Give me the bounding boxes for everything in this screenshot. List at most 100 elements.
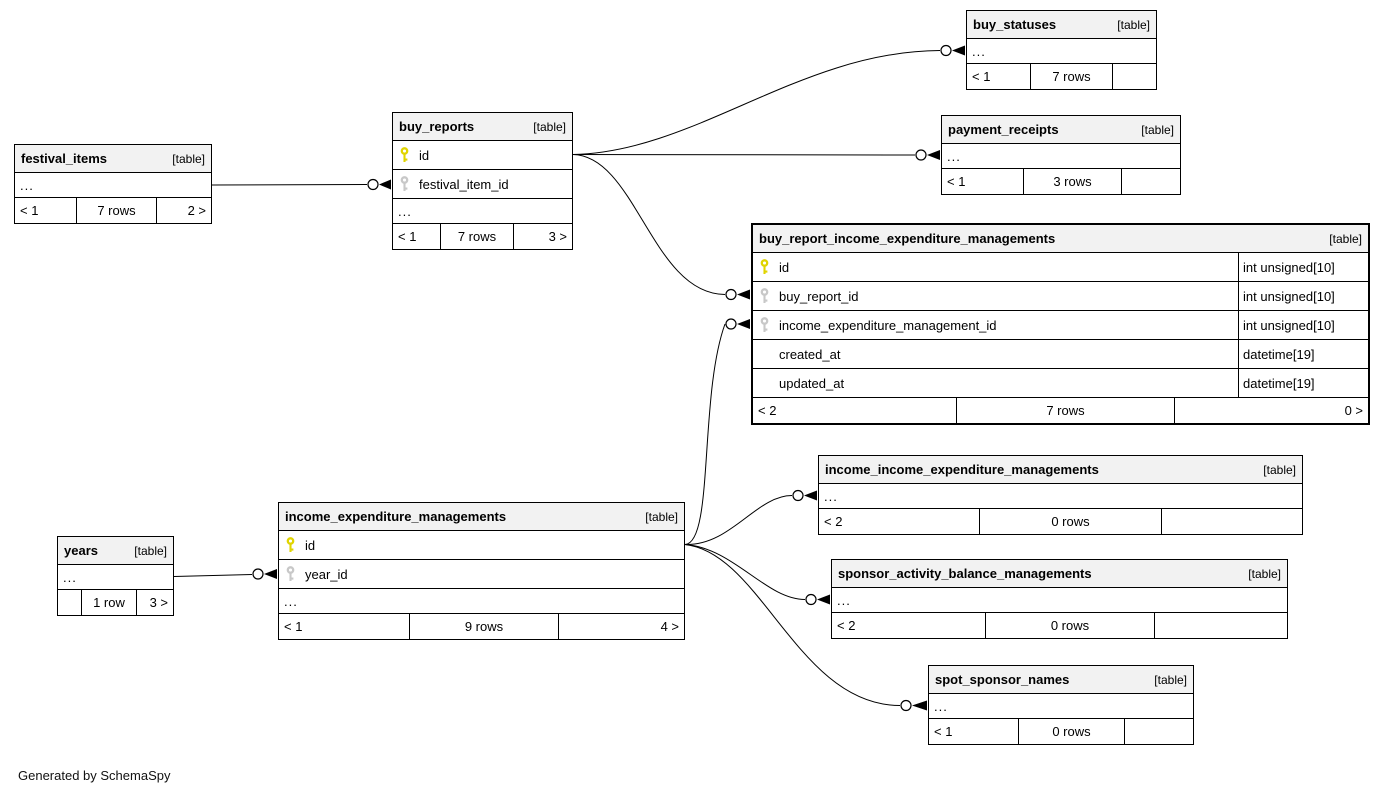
table-header: payment_receipts [table] xyxy=(942,116,1180,144)
zero-circle xyxy=(940,44,952,57)
zero-circle xyxy=(725,318,737,330)
table-header: income_income_expenditure_managements [t… xyxy=(819,456,1302,484)
children-count xyxy=(1154,613,1287,638)
table-tag: [table] xyxy=(134,543,167,558)
arrowhead xyxy=(737,319,750,329)
table-header: sponsor_activity_balance_managements [ta… xyxy=(832,560,1287,588)
parents-count: < 1 xyxy=(972,69,991,84)
table-header: buy_reports [table] xyxy=(393,113,572,141)
table-tag: [table] xyxy=(1141,122,1174,137)
fk-line-iem-briem xyxy=(684,323,726,545)
table-tag: [table] xyxy=(645,509,678,524)
column-row: id xyxy=(279,531,684,560)
table-node-payment_receipts[interactable]: payment_receipts [table] ... < 1 3 rows xyxy=(941,115,1181,195)
children-count: 4 > xyxy=(558,614,684,639)
rows-count: 7 rows xyxy=(76,198,156,223)
table-name: payment_receipts xyxy=(948,122,1059,137)
table-header: buy_report_income_expenditure_management… xyxy=(753,225,1368,253)
elided-columns-row: ... xyxy=(967,39,1156,64)
table-footer: < 2 0 rows xyxy=(832,613,1287,638)
parents-count: < 1 xyxy=(934,724,953,739)
table-node-spot_sponsor_names[interactable]: spot_sponsor_names [table] ... < 1 0 row… xyxy=(928,665,1194,745)
elided-columns-row: ... xyxy=(929,694,1193,719)
table-name: festival_items xyxy=(21,151,107,166)
children-count xyxy=(1161,509,1302,534)
zero-circle xyxy=(725,288,737,301)
rows-count: 0 rows xyxy=(979,509,1161,534)
table-name: years xyxy=(64,543,98,558)
fk-line-iem-sponsor_activity xyxy=(684,544,806,600)
parents-count: < 1 xyxy=(284,619,303,634)
column-type: datetime[19] xyxy=(1238,369,1368,397)
rows-count: 0 rows xyxy=(985,613,1154,638)
table-header: spot_sponsor_names [table] xyxy=(929,666,1193,694)
elided-columns-row: ... xyxy=(942,144,1180,169)
table-footer: < 1 7 rows 3 > xyxy=(393,224,572,249)
table-node-years[interactable]: years [table] ... 1 row 3 > xyxy=(57,536,174,616)
zero-circle xyxy=(915,149,927,161)
table-footer: < 1 3 rows xyxy=(942,169,1180,194)
table-tag: [table] xyxy=(1263,462,1296,477)
table-name: spot_sponsor_names xyxy=(935,672,1070,687)
table-footer: < 1 0 rows xyxy=(929,719,1193,744)
column-row: festival_item_id xyxy=(393,170,572,199)
parents-count: < 2 xyxy=(758,403,777,418)
table-node-income_expenditure_managements[interactable]: income_expenditure_managements [table] i… xyxy=(278,502,685,640)
column-name: year_id xyxy=(305,566,348,582)
foreign-key-icon xyxy=(759,287,779,305)
table-node-buy_reports[interactable]: buy_reports [table] id festival_item_id … xyxy=(392,112,573,250)
column-type: datetime[19] xyxy=(1238,340,1368,368)
table-footer: < 2 0 rows xyxy=(819,509,1302,534)
zero-circle xyxy=(805,593,817,606)
table-name: buy_statuses xyxy=(973,17,1057,32)
table-tag: [table] xyxy=(1117,17,1150,32)
column-name: buy_report_id xyxy=(779,288,859,304)
rows-count: 3 rows xyxy=(1023,169,1121,194)
table-footer: 1 row 3 > xyxy=(58,590,173,615)
parents-count: < 2 xyxy=(824,514,843,529)
fk-line-buy_reports-payment_receipts xyxy=(572,154,916,156)
column-name: id xyxy=(305,537,316,553)
arrowhead xyxy=(379,179,391,190)
table-node-sponsor_activity_balance_managements[interactable]: sponsor_activity_balance_managements [ta… xyxy=(831,559,1288,639)
fk-line-festival_items-buy_reports xyxy=(211,184,368,186)
column-row: id int unsigned[10] xyxy=(753,253,1368,282)
column-type: int unsigned[10] xyxy=(1238,311,1368,339)
table-node-buy_statuses[interactable]: buy_statuses [table] ... < 1 7 rows xyxy=(966,10,1157,90)
elided-columns-row: ... xyxy=(393,199,572,224)
foreign-key-icon xyxy=(285,565,305,583)
table-header: years [table] xyxy=(58,537,173,565)
parents-count xyxy=(58,590,81,615)
rows-count: 7 rows xyxy=(1030,64,1112,89)
table-footer: < 1 7 rows xyxy=(967,64,1156,89)
column-row: year_id xyxy=(279,560,684,589)
rows-count: 1 row xyxy=(81,590,136,615)
parents-count: < 1 xyxy=(947,174,966,189)
table-node-income_income_expenditure_managements[interactable]: income_income_expenditure_managements [t… xyxy=(818,455,1303,535)
table-tag: [table] xyxy=(1248,566,1281,581)
column-row: created_at datetime[19] xyxy=(753,340,1368,369)
table-node-festival_items[interactable]: festival_items [table] ... < 1 7 rows 2 … xyxy=(14,144,212,224)
table-tag: [table] xyxy=(172,151,205,166)
zero-circle xyxy=(367,178,379,191)
children-count xyxy=(1112,64,1156,89)
table-name: buy_reports xyxy=(399,119,475,134)
column-row: id xyxy=(393,141,572,170)
table-name: sponsor_activity_balance_managements xyxy=(838,566,1092,581)
table-footer: < 1 9 rows 4 > xyxy=(279,614,684,639)
table-header: festival_items [table] xyxy=(15,145,211,173)
rows-count: 0 rows xyxy=(1018,719,1124,744)
children-count: 3 > xyxy=(513,224,572,249)
rows-count: 9 rows xyxy=(409,614,558,639)
column-name: updated_at xyxy=(779,375,845,391)
table-tag: [table] xyxy=(533,119,566,134)
fk-line-buy_reports-buy_statuses xyxy=(572,50,941,155)
primary-key-icon xyxy=(399,146,419,164)
column-type: int unsigned[10] xyxy=(1238,282,1368,310)
table-header: income_expenditure_managements [table] xyxy=(279,503,684,531)
table-node-buy_report_income_expenditure_managements[interactable]: buy_report_income_expenditure_management… xyxy=(751,223,1370,425)
parents-count: < 1 xyxy=(398,229,417,244)
fk-line-iem-spot_sponsor xyxy=(684,544,901,706)
zero-circle xyxy=(792,489,804,502)
